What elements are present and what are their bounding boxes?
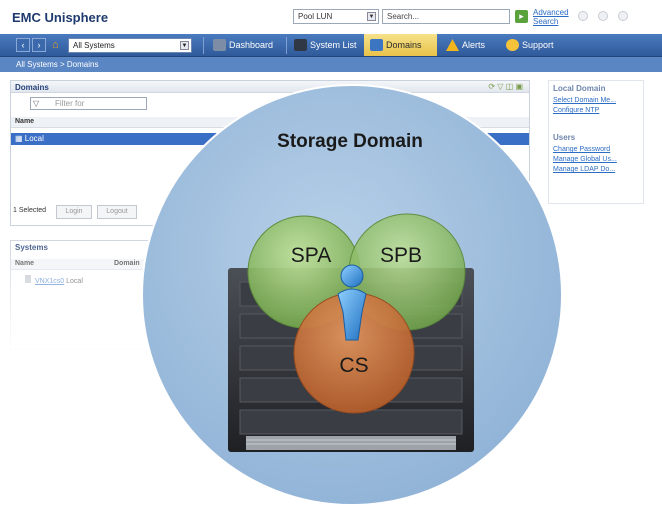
forward-arrow-icon[interactable]: › — [32, 38, 46, 52]
table-row[interactable]: VNX1cs0 Local — [25, 275, 83, 285]
manage-global-users-link[interactable]: Manage Global Us... — [553, 156, 617, 163]
dashboard-icon — [213, 39, 226, 51]
breadcrumb: All Systems > Domains — [0, 57, 662, 72]
system-name-link[interactable]: VNX1cs0 — [35, 278, 65, 285]
spb-label: SPB — [379, 244, 423, 267]
local-domain-title: Local Domain — [553, 84, 606, 93]
nav-divider — [286, 37, 287, 54]
column-header-name[interactable]: Name — [11, 259, 110, 270]
settings-icon[interactable] — [598, 11, 608, 21]
filter-icon[interactable]: ▽ — [33, 99, 40, 108]
tab-alerts[interactable]: Alerts — [440, 34, 498, 56]
login-button[interactable]: Login — [56, 205, 92, 219]
panel-toolbar-icons[interactable]: ⟳ ▽ ◫ ▣ — [488, 82, 523, 91]
chevron-down-icon: ▼ — [367, 12, 376, 21]
tab-system-list[interactable]: System List — [288, 34, 360, 56]
tab-alerts-label: Alerts — [462, 40, 486, 50]
tab-dashboard-label: Dashboard — [229, 40, 274, 50]
help-icon[interactable] — [578, 11, 588, 21]
system-list-icon — [294, 39, 307, 51]
logout-button[interactable]: Logout — [97, 205, 137, 219]
context-select-value: Pool LUN — [298, 12, 333, 21]
domain-row-icon: ▦ — [15, 134, 25, 143]
context-select[interactable]: Pool LUN ▼ — [293, 9, 379, 24]
configure-ntp-link[interactable]: Configure NTP — [553, 107, 600, 114]
back-arrow-icon[interactable]: ‹ — [16, 38, 30, 52]
diagram-title: Storage Domain — [277, 131, 423, 152]
system-select-value: All Systems — [73, 41, 115, 50]
cs-label: CS — [339, 354, 369, 377]
app-title: EMC Unisphere — [12, 10, 109, 25]
users-title: Users — [553, 133, 576, 142]
domain-row-name: Local — [24, 134, 44, 143]
tab-domains[interactable]: Domains — [364, 34, 437, 56]
tab-domains-label: Domains — [386, 40, 422, 50]
change-password-link[interactable]: Change Password — [553, 146, 611, 153]
select-domain-link[interactable]: Select Domain Me... — [553, 97, 617, 104]
spa-label: SPA — [290, 244, 332, 267]
search-input[interactable]: Search... — [382, 9, 510, 24]
system-select[interactable]: All Systems ▼ — [68, 38, 192, 53]
domains-icon — [370, 39, 383, 51]
tab-support[interactable]: Support — [500, 34, 566, 56]
tab-dashboard[interactable]: Dashboard — [207, 34, 283, 56]
system-domain: Local — [66, 278, 83, 285]
top-bar: EMC Unisphere Pool LUN ▼ Search... ▸ Adv… — [0, 0, 662, 34]
manage-ldap-link[interactable]: Manage LDAP Do... — [553, 166, 616, 173]
chevron-down-icon: ▼ — [180, 41, 189, 50]
filter-input[interactable]: Filter for — [30, 97, 147, 110]
side-panel: Local Domain Select Domain Me... Configu… — [548, 80, 644, 204]
nav-divider — [203, 37, 204, 54]
home-icon[interactable]: ⌂ — [52, 39, 59, 51]
advanced-search-link[interactable]: Advanced Search — [533, 8, 569, 26]
support-icon — [506, 39, 519, 51]
logout-icon[interactable] — [618, 11, 628, 21]
nav-bar: ‹ › ⌂ All Systems ▼ Dashboard System Lis… — [0, 34, 662, 57]
search-go-button[interactable]: ▸ — [515, 10, 528, 23]
user-figure-icon — [337, 264, 367, 341]
tab-system-list-label: System List — [310, 40, 357, 50]
selected-count: 1 Selected — [13, 207, 47, 214]
storage-system-icon — [25, 275, 31, 283]
tab-support-label: Support — [522, 40, 554, 50]
